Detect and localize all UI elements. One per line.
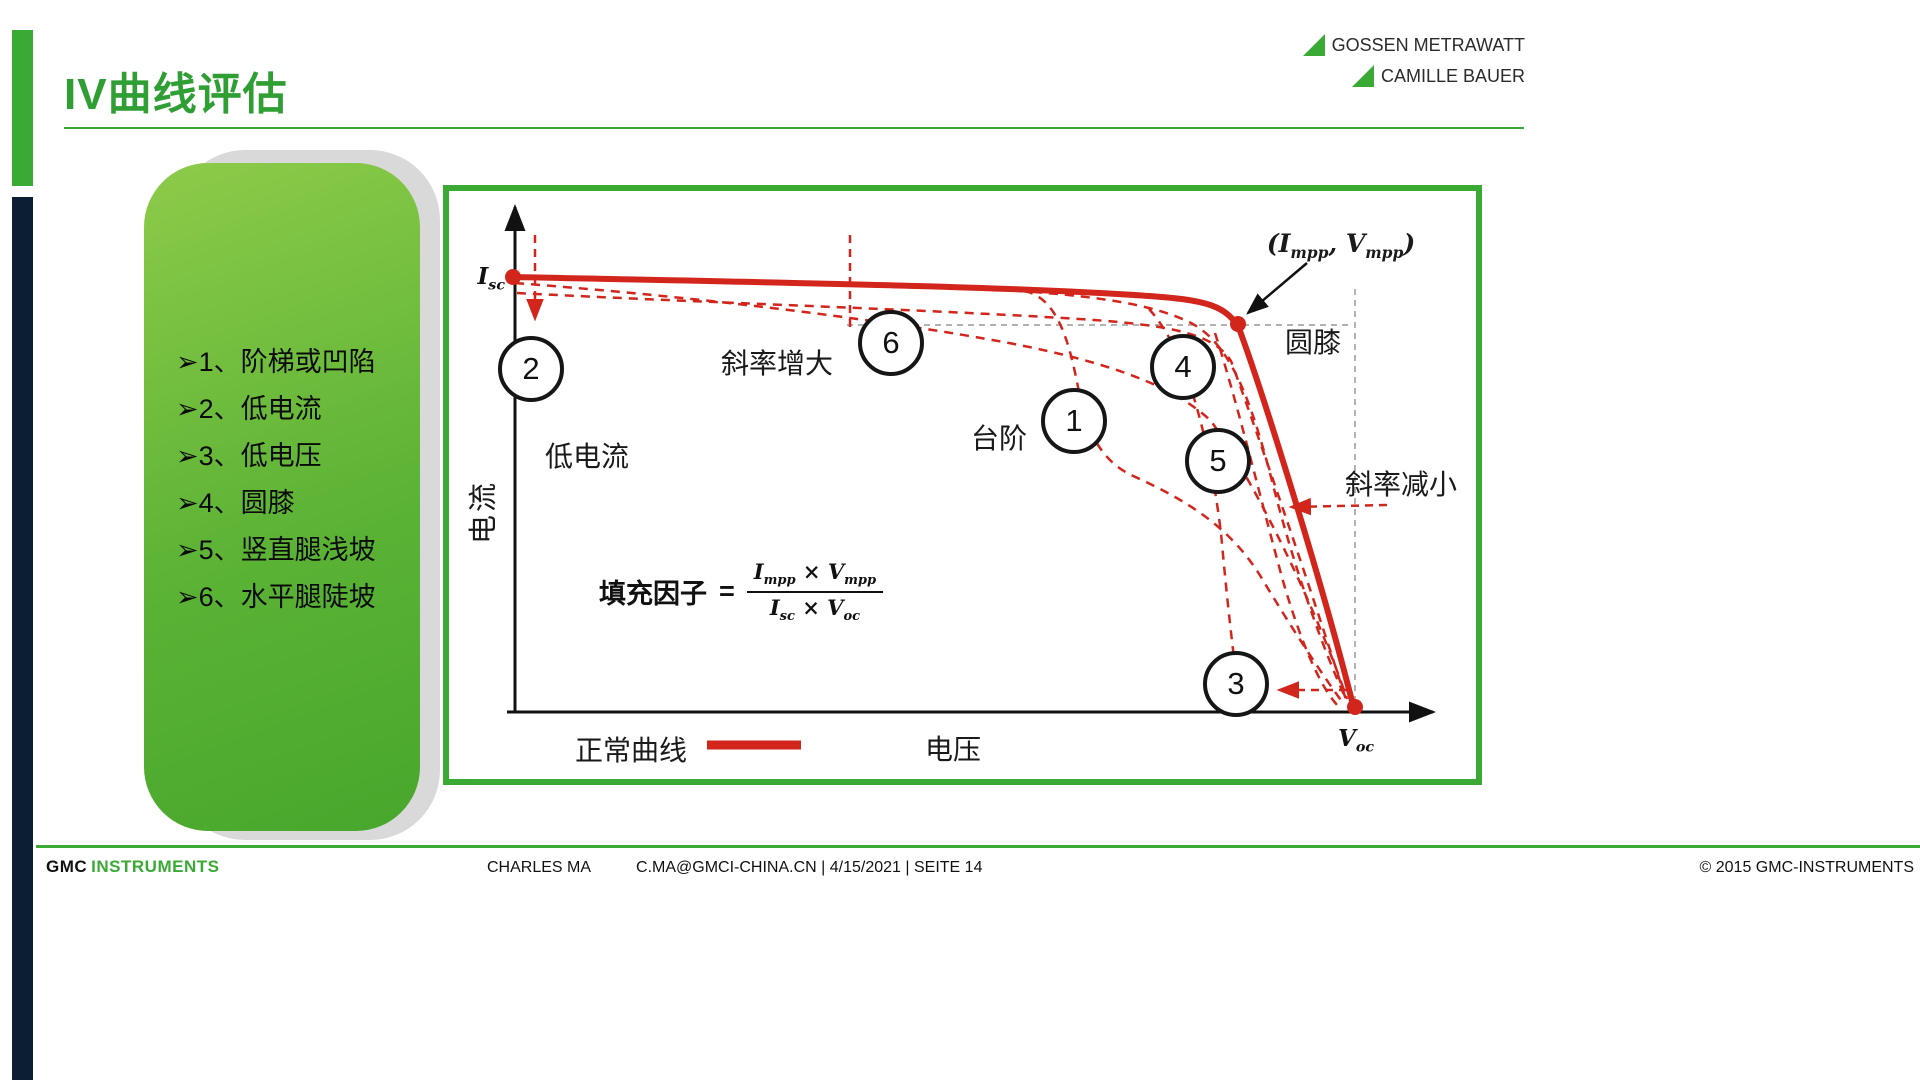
footer-divider [36,845,1920,848]
isc-point [505,269,521,285]
marker-circle-5: 5 [1185,428,1251,494]
voc-point [1347,699,1363,715]
defect-list: ➢1、阶梯或凹陷 ➢2、低电流 ➢3、低电压 ➢4、圆膝 ➢5、竖直腿浅坡 ➢6… [176,339,376,621]
isc-label: Isc [477,263,505,294]
footer-brand-instruments: INSTRUMENTS [91,857,220,876]
defect-curve-shallow-vertical-leg [1213,332,1340,708]
round-knee-annotation: 圆膝 [1285,327,1342,358]
fill-factor-formula: 填充因子 = Impp × Vmpp Isc × Voc [599,559,884,625]
list-item: ➢3、低电压 [176,441,322,471]
step-annotation: 台阶 [971,423,1028,454]
defect-curve-low-current [516,291,1349,704]
logo-text: GOSSEN METRAWATT [1331,34,1525,55]
iv-curve-plot-area: Isc Voc (Impp, Vmpp) 圆膝 低电流 斜率增大 台阶 斜率减小… [449,191,1476,779]
footer-author-info: CHARLES MA C.MA@GMCI-CHINA.CN | 4/15/2021… [487,859,982,877]
brand-logos: GOSSEN METRAWATT CAMILLE BAUER [1302,34,1525,87]
formula-label: 填充因子 [599,579,707,610]
defect-list-panel: ➢1、阶梯或凹陷 ➢2、低电流 ➢3、低电压 ➢4、圆膝 ➢5、竖直腿浅坡 ➢6… [144,163,420,831]
triangle-logo-icon [1302,34,1325,56]
list-item: ➢5、竖直腿浅坡 [176,535,376,565]
logo-gossen-metrawatt: GOSSEN METRAWATT [1302,34,1525,56]
iv-curve-svg [504,204,1436,750]
slope-decrease-arrow [1288,497,1388,516]
low-current-annotation: 低电流 [545,441,630,472]
marker-circle-4: 4 [1150,334,1216,400]
list-item: ➢4、圆膝 [176,488,295,518]
formula-fraction: Impp × Vmpp Isc × Voc [746,559,884,625]
page-title: IV曲线评估 [64,70,288,119]
defect-curve-round-knee [968,286,1347,698]
marker-circle-2: 2 [498,336,564,402]
title-underline [64,127,1524,129]
footer-brand-gmc: GMC [46,857,88,876]
marker-circle-6: 6 [858,310,924,376]
iv-curve-chart: Isc Voc (Impp, Vmpp) 圆膝 低电流 斜率增大 台阶 斜率减小… [443,185,1482,785]
mpp-pointer-arrow [1246,262,1308,315]
list-item: ➢6、水平腿陡坡 [176,582,376,612]
legend-normal-label: 正常曲线 [575,735,688,766]
footer-author-name: CHARLES MA [487,859,592,876]
logo-camille-bauer: CAMILLE BAUER [1351,65,1525,87]
slope-increase-annotation: 斜率增大 [721,348,834,379]
mpp-label: (Impp, Vmpp) [1266,229,1416,262]
list-item: ➢2、低电流 [176,394,322,424]
y-axis-label: 电流 [468,480,500,545]
logo-text: CAMILLE BAUER [1380,65,1525,86]
normal-iv-curve [510,274,1356,708]
footer-copyright: © 2015 GMC-INSTRUMENTS [1699,859,1914,876]
defect-curve-steep-horizontal-leg [514,281,1349,700]
left-accent-bar-navy [12,197,33,1080]
left-accent-bar-green [12,30,33,186]
footer-contact-info: C.MA@GMCI-CHINA.CN | 4/15/2021 | SEITE 1… [636,859,983,876]
triangle-logo-icon [1351,65,1374,87]
x-axis-label: 电压 [925,734,982,765]
mpp-point [1230,316,1246,332]
marker-circle-1: 1 [1041,388,1107,454]
list-item: ➢1、阶梯或凹陷 [176,347,376,377]
slope-decrease-annotation: 斜率减小 [1345,469,1458,500]
formula-equals: = [719,576,735,607]
voc-label: Voc [1337,725,1375,756]
marker-circle-3: 3 [1203,651,1269,717]
